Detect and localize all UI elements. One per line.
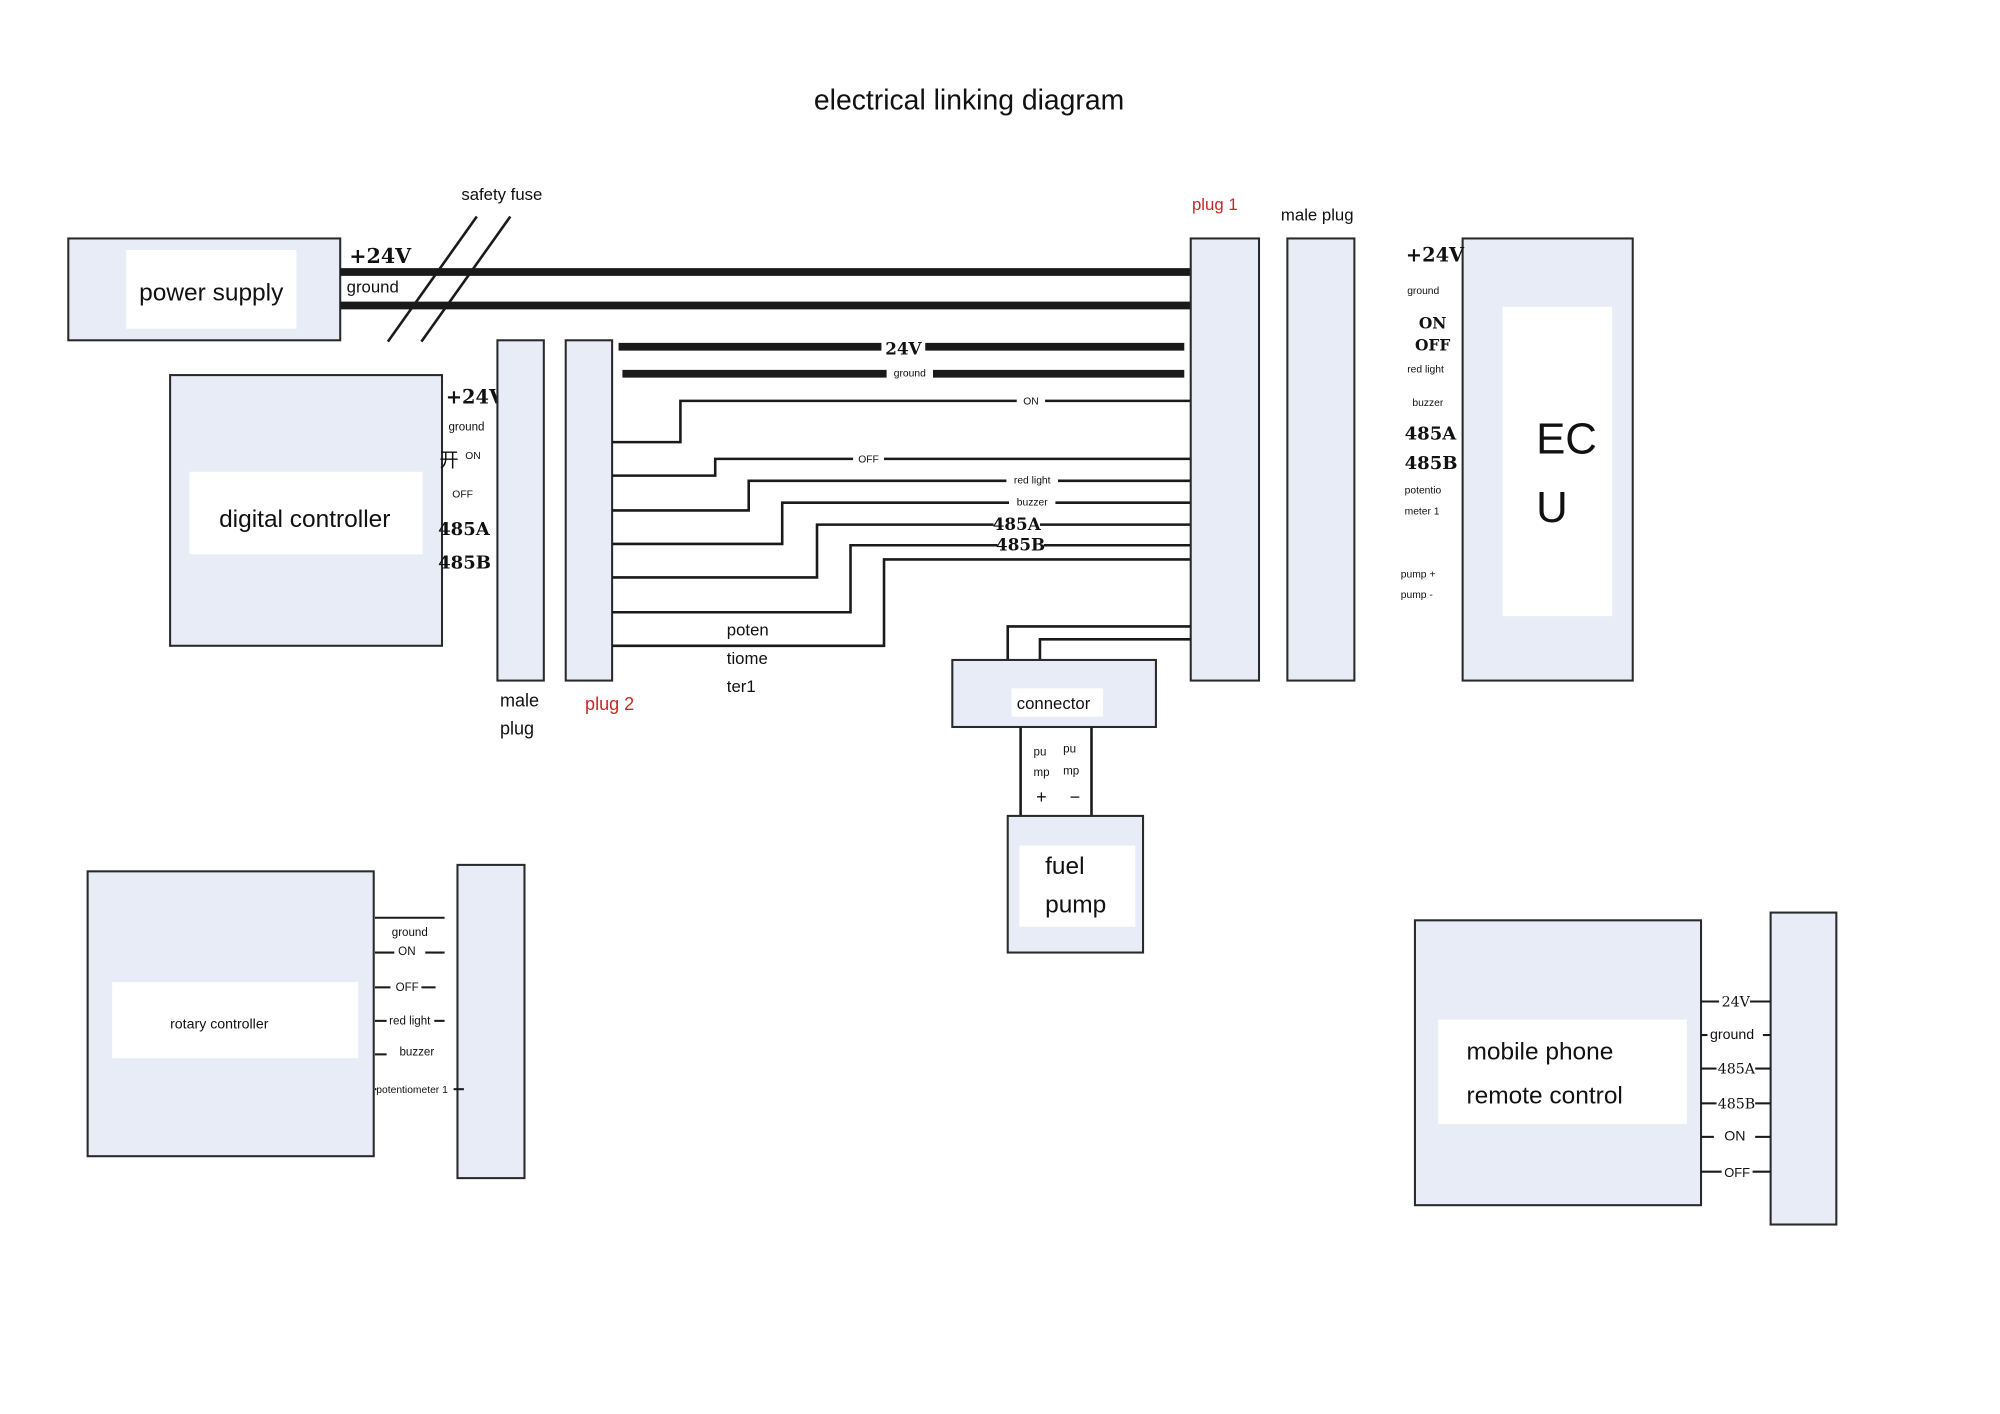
connector-pin-right-1: pu (1063, 744, 1076, 756)
ecu-label-2: U (1536, 483, 1568, 532)
digital-controller-pin-ground: ground (448, 422, 484, 434)
digital-controller-pin-485a: 485A (438, 519, 491, 540)
harness (612, 342, 1193, 648)
mobile-pin-485b: 485B (1718, 1097, 1755, 1113)
harness-label-485a: 485A (993, 514, 1042, 534)
digital-controller-pin-485b: 485B (438, 552, 491, 573)
ecu-pin-24v: +24V (1406, 244, 1465, 267)
connector-pin-left-3: + (1036, 787, 1047, 807)
ecu: EC U (1461, 237, 1634, 682)
mobile-phone-remote-control: mobile phone remote control (1413, 919, 1703, 1207)
ecu-pin-pump-plus: pump + (1401, 569, 1436, 580)
wire-485a (612, 523, 1193, 579)
mobile-pin-24v: 24V (1722, 995, 1751, 1011)
mobile-remote-label-1: mobile phone (1466, 1039, 1613, 1066)
male-plug-left-label-1: male (500, 690, 539, 710)
power-supply-label: power supply (139, 279, 284, 306)
connector-pin-left-2: mp (1034, 767, 1050, 779)
harness-label-pot-1: poten (727, 620, 769, 639)
mobile-pin-ground: ground (1710, 1027, 1754, 1043)
harness-label-buzzer: buzzer (1017, 497, 1048, 508)
wire-pump-minus-to-plug1 (1038, 638, 1191, 660)
rotary-controller: rotary controller (86, 870, 375, 1158)
safety-fuse-slash-2 (420, 215, 512, 343)
ecu-pin-buzzer: buzzer (1412, 398, 1443, 409)
harness-label-ground: ground (894, 368, 926, 379)
mobile-pin-on: ON (1724, 1129, 1745, 1145)
plug-2 (564, 339, 614, 682)
mobile-pin-off: OFF (1724, 1165, 1750, 1180)
digital-controller-pin-24v: +24V (446, 385, 505, 408)
power-supply-ground-label: ground (347, 278, 399, 297)
ecu-pin-ground: ground (1407, 286, 1439, 297)
connector-pin-right-2: mp (1063, 766, 1079, 778)
safety-fuse-label: safety fuse (461, 185, 542, 204)
rotary-pin-ground: ground (392, 927, 428, 939)
male-plug-left-label-2: plug (500, 719, 534, 739)
rotary-pin-potentiometer: potentiometer 1 (376, 1085, 448, 1096)
mobile-remote-plug (1769, 911, 1838, 1226)
male-plug-right-label: male plug (1281, 205, 1354, 224)
wire-off (612, 457, 1193, 477)
digital-controller-pin-off: OFF (452, 490, 473, 501)
fuel-pump-label-2: pump (1045, 892, 1106, 919)
plug-2-label: plug 2 (585, 694, 634, 714)
male-plug-left (496, 339, 545, 682)
ecu-pin-meter-1: meter 1 (1405, 506, 1440, 517)
male-plug-right (1286, 237, 1356, 682)
power-supply-pos-label: +24V (349, 244, 412, 268)
rotary-pin-on: ON (398, 946, 415, 958)
mobile-remote-pins (1701, 1000, 1771, 1173)
ecu-pin-potentio: potentio (1405, 486, 1442, 497)
ecu-pin-on: ON (1419, 314, 1447, 333)
connector-label: connector (1017, 694, 1091, 713)
rotary-pin-buzzer: buzzer (399, 1047, 434, 1059)
harness-label-pot-3: ter1 (727, 677, 756, 696)
ecu-pin-red-light: red light (1407, 365, 1444, 376)
digital-controller-pin-kai: 开 (439, 451, 458, 472)
connector: connector (951, 658, 1157, 729)
plug-1 (1189, 237, 1261, 682)
wire-pump-plus-to-plug1 (1006, 625, 1191, 660)
ecu-pin-485b: 485B (1405, 453, 1458, 474)
ecu-label-1: EC (1536, 415, 1597, 464)
digital-controller-pin-on: ON (465, 451, 480, 462)
plug-1-label: plug 1 (1192, 195, 1238, 214)
ecu-pin-pump-minus: pump - (1401, 590, 1433, 601)
mobile-remote-label-2: remote control (1466, 1082, 1622, 1109)
digital-controller: digital controller (169, 374, 444, 647)
rotary-pin-red-light: red light (389, 1016, 431, 1028)
wire-red-light (612, 479, 1193, 512)
ecu-pin-off: OFF (1415, 336, 1450, 355)
safety-fuse-slash-1 (386, 215, 478, 343)
wire-buzzer (612, 501, 1193, 546)
rotary-controller-plug (456, 863, 526, 1180)
mobile-pin-485a: 485A (1718, 1062, 1756, 1078)
ecu-pin-485a: 485A (1405, 424, 1458, 445)
fuel-pump: fuel pump (1006, 814, 1145, 954)
wire-on (612, 399, 1193, 444)
harness-label-pot-2: tiome (727, 649, 768, 668)
connector-pin-right-3: − (1070, 787, 1081, 807)
harness-label-485b: 485B (996, 534, 1045, 554)
fuel-pump-label-1: fuel (1045, 853, 1084, 880)
digital-controller-label: digital controller (219, 506, 390, 533)
rotary-pin-off: OFF (396, 982, 419, 994)
harness-label-off: OFF (858, 455, 879, 466)
wire-potentiometer (612, 558, 1193, 648)
diagram-title: electrical linking diagram (814, 85, 1124, 117)
rotary-controller-pins (375, 916, 464, 1091)
power-supply: power supply (67, 237, 342, 342)
harness-label-on: ON (1023, 397, 1038, 408)
harness-label-24v: 24V (885, 338, 922, 358)
connector-pin-left-1: pu (1034, 746, 1047, 758)
rotary-controller-label: rotary controller (170, 1017, 269, 1033)
harness-label-red-light: red light (1014, 475, 1051, 486)
